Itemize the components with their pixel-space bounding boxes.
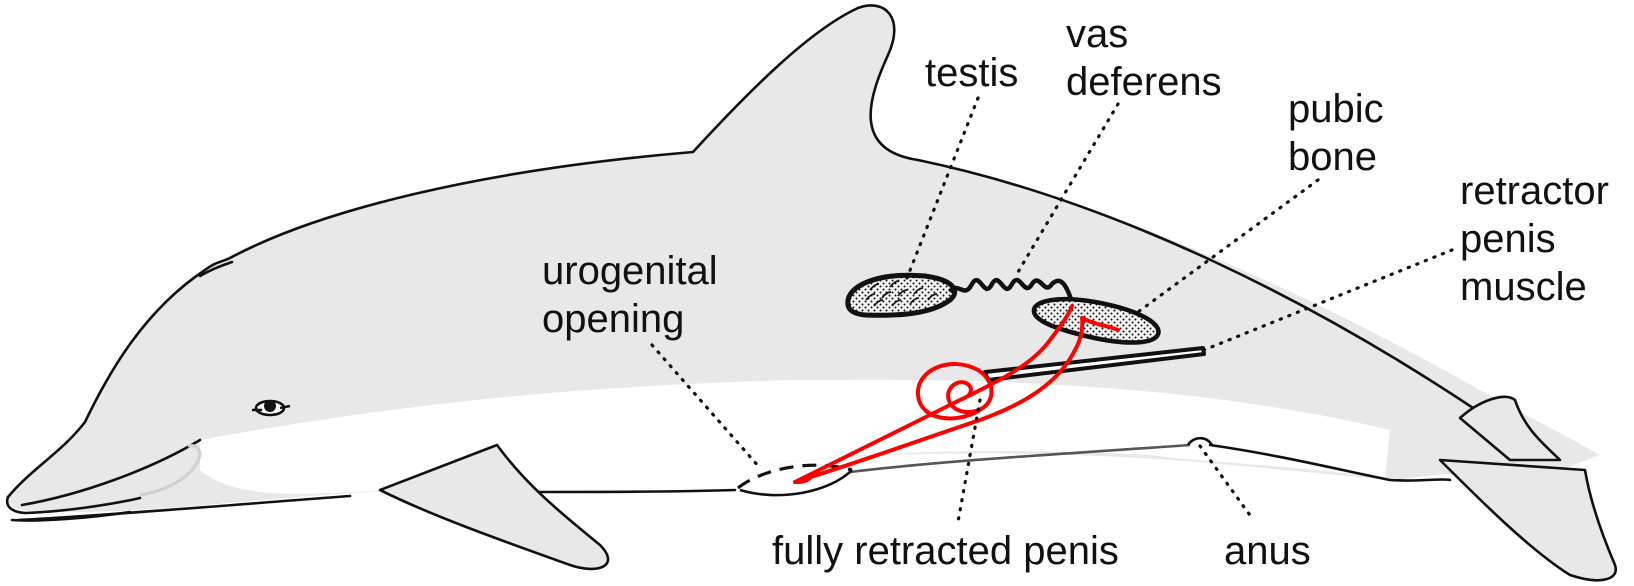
eye (252, 399, 291, 417)
body-silhouette (7, 5, 1600, 513)
label-fully-retracted-penis: fully retracted penis (772, 529, 1119, 573)
blowhole-mark (198, 260, 234, 278)
leader-urogenital-opening (650, 343, 762, 470)
throat-shade (139, 444, 202, 497)
labels: testis vas deferens pubic bone retractor… (542, 12, 1620, 573)
label-anus: anus (1224, 529, 1311, 573)
label-testis: testis (925, 51, 1018, 95)
vas-deferens-duct (948, 277, 1075, 303)
label-urogenital-opening: urogenital opening (542, 249, 729, 341)
leader-fully-retracted-penis (956, 398, 982, 524)
pectoral-flipper (378, 443, 610, 571)
dorsal-outline (6, 4, 1522, 499)
anus-organ (1186, 436, 1214, 446)
retracted-penis-organ (793, 304, 1120, 484)
tail-fluke-upper (1458, 395, 1562, 462)
label-pubic-bone: pubic bone (1288, 87, 1395, 179)
label-retractor-penis-muscle: retractor penis muscle (1460, 169, 1620, 309)
penis-coil (915, 362, 994, 421)
pubic-bone-organ (1031, 297, 1161, 345)
mouth-line (20, 438, 202, 507)
testis-organ (845, 272, 958, 318)
leader-anus (1198, 444, 1254, 520)
dolphin-body (5, 4, 1618, 582)
tail-fluke-lower (1438, 458, 1618, 582)
belly-outline-front (533, 488, 737, 494)
leader-lines (650, 96, 1454, 524)
belly-outline-rear (849, 443, 1191, 474)
label-vas-deferens: vas deferens (1066, 12, 1222, 104)
tail-stock-outline (1208, 443, 1452, 482)
ventral-outline (16, 494, 352, 522)
leader-pubic-bone (1136, 178, 1320, 314)
leader-retractor-penis-muscle (1202, 248, 1454, 352)
organs (736, 272, 1214, 497)
genital-bulge (739, 469, 853, 497)
